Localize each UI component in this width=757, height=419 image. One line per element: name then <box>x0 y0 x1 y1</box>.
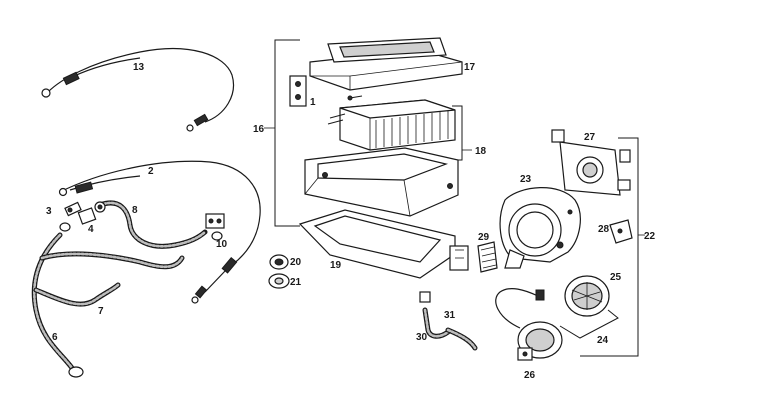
control-cable-13 <box>41 48 234 132</box>
label-part-25: 25 <box>610 272 622 283</box>
label-part-13: 13 <box>133 62 145 73</box>
drain-fitting-30 <box>419 291 451 339</box>
fan-wheel-25 <box>564 275 610 317</box>
blower-motor-26 <box>495 288 563 361</box>
label-part-6: 6 <box>52 332 58 343</box>
label-part-22: 22 <box>644 231 656 242</box>
label-part-16: 16 <box>253 124 265 135</box>
resistor-connector-28 <box>609 219 633 244</box>
blower-housing-23 <box>499 187 581 269</box>
label-part-8: 8 <box>132 205 138 216</box>
label-part-7: 7 <box>98 306 104 317</box>
middle-housing <box>304 147 459 217</box>
label-part-30: 30 <box>416 332 428 343</box>
upper-housing-17 <box>309 37 463 91</box>
label-part-21: 21 <box>290 277 302 288</box>
group-bracket-24 <box>559 309 619 339</box>
label-part-28: 28 <box>598 224 610 235</box>
lower-tray-19 <box>298 209 469 279</box>
group-bracket-16 <box>264 39 300 227</box>
heater-hose-8 <box>97 200 208 249</box>
heater-hose-7 <box>33 251 185 307</box>
label-part-3: 3 <box>46 206 52 217</box>
heater-hose-6 <box>31 232 84 378</box>
label-part-17: 17 <box>464 62 476 73</box>
label-part-29: 29 <box>478 232 490 243</box>
label-part-10: 10 <box>216 239 228 250</box>
heater-core-18 <box>327 95 472 161</box>
filter-element-29 <box>477 241 498 273</box>
grommet-21 <box>268 273 290 289</box>
heater-valve-3 <box>64 201 82 217</box>
control-cable-2 <box>58 160 261 304</box>
label-part-20: 20 <box>290 257 302 268</box>
label-part-18: 18 <box>475 146 487 157</box>
label-part-23: 23 <box>520 174 532 185</box>
bracket-plate-27 <box>551 129 631 196</box>
label-part-19: 19 <box>330 260 342 271</box>
label-part-2: 2 <box>148 166 154 177</box>
hose-clamp-4 <box>59 201 106 232</box>
drain-hose-31 <box>445 327 478 351</box>
bracket-10 <box>205 213 225 241</box>
label-part-4: 4 <box>88 224 94 235</box>
label-part-1: 1 <box>310 97 316 108</box>
mounting-plate-1 <box>289 75 307 107</box>
label-part-31: 31 <box>444 310 456 321</box>
label-part-27: 27 <box>584 132 596 143</box>
grommet-20 <box>269 254 289 270</box>
label-part-24: 24 <box>597 335 609 346</box>
label-part-26: 26 <box>524 370 536 381</box>
group-bracket-22 <box>580 137 645 357</box>
